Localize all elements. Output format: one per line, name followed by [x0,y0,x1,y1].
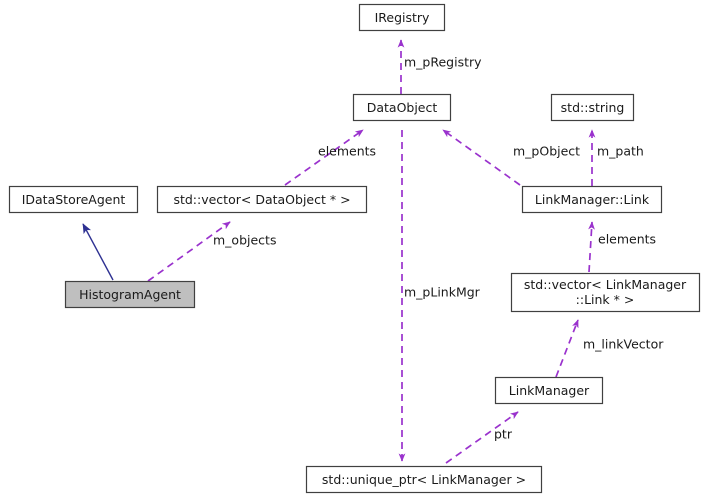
node-label-unique-ptr-linkmanager: std::unique_ptr< LinkManager > [322,472,526,487]
node-label-dataobject: DataObject [367,100,438,115]
node-label-linkmanager-link: LinkManager::Link [535,192,650,207]
node-dataobject[interactable]: DataObject [352,93,452,122]
node-label-idatastoreagent: IDataStoreAgent [22,192,126,207]
node-label-histogramagent: HistogramAgent [79,287,181,302]
edge-label-elements-right: elements [598,232,656,247]
node-linkmanager[interactable]: LinkManager [494,376,604,405]
edge-ptr: ptr [445,411,519,464]
node-label-linkmanager: LinkManager [509,383,590,398]
edge-m-linkVector: m_linkVector [555,319,664,378]
node-label-iregistry: IRegistry [375,10,430,25]
edge-label-m-pRegistry: m_pRegistry [404,55,482,70]
node-unique-ptr-linkmanager[interactable]: std::unique_ptr< LinkManager > [305,465,543,494]
node-label-vector-dataobject: std::vector< DataObject * > [173,192,350,207]
node-std-string[interactable]: std::string [550,93,635,122]
node-idatastoreagent[interactable]: IDataStoreAgent [8,185,139,214]
edge-label-m-pLinkMgr: m_pLinkMgr [404,285,481,300]
edge-m-pObject: m_pObject [442,129,580,186]
node-label-vector-linkmanager-link-line1: std::vector< LinkManager [524,277,687,292]
node-histogramagent[interactable]: HistogramAgent [64,280,196,309]
edge-label-elements-left: elements [318,144,376,159]
edge-label-m-objects: m_objects [213,233,276,248]
edge-m-path: m_path [588,129,644,186]
node-vector-dataobject[interactable]: std::vector< DataObject * > [156,185,368,214]
node-label-vector-linkmanager-link-line2: ::Link * > [576,292,635,307]
edge-label-m-pObject: m_pObject [513,144,580,159]
edge-label-m-linkVector: m_linkVector [583,337,664,352]
node-linkmanager-link[interactable]: LinkManager::Link [521,185,663,214]
node-iregistry[interactable]: IRegistry [358,3,446,32]
edge-m-pLinkMgr: m_pLinkMgr [398,130,481,462]
edge-m-objects: m_objects [147,221,276,282]
node-vector-linkmanager-link[interactable]: std::vector< LinkManager ::Link * > [510,272,701,313]
edge-label-ptr: ptr [494,427,513,442]
node-label-std-string: std::string [561,100,625,115]
edge-m-pRegistry: m_pRegistry [397,39,482,94]
edge-elements-right: elements [588,221,656,273]
edge-inheritance-histogramagent [82,223,114,281]
edge-label-m-path: m_path [597,144,644,159]
edge-elements-left: elements [284,129,376,186]
